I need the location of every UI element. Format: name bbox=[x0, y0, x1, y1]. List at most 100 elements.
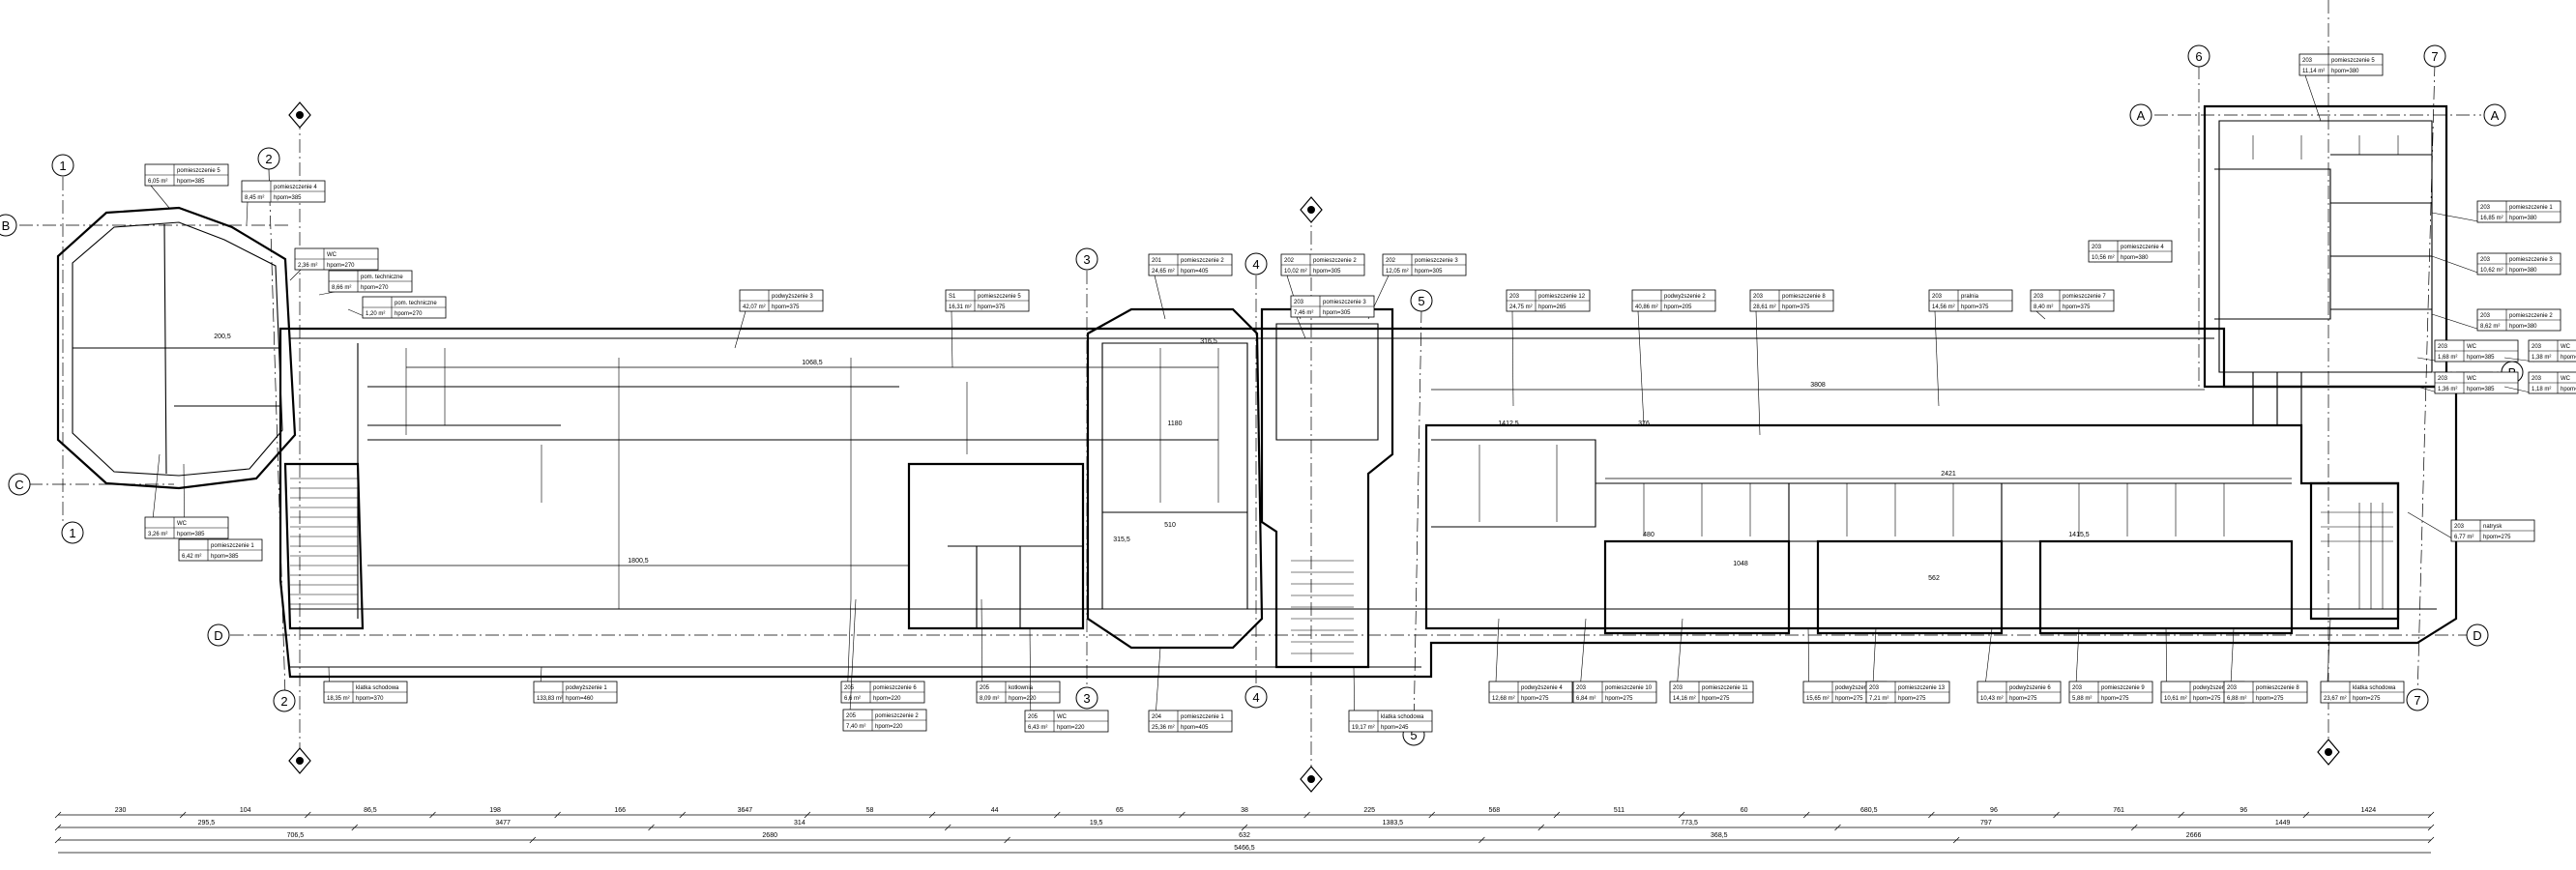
room-height: hpom=270 bbox=[395, 311, 423, 317]
dimension-value: 96 bbox=[1990, 807, 1998, 814]
room-height: hpom=380 bbox=[2331, 69, 2359, 74]
room-number: 203 bbox=[1869, 685, 1880, 691]
axis-3-top: 3 bbox=[1075, 247, 1098, 271]
dim-interior-5: 1412,5 bbox=[1498, 420, 1519, 427]
room-name: pralnia bbox=[1961, 294, 1979, 300]
svg-text:7: 7 bbox=[2414, 693, 2420, 708]
room-label-leader bbox=[2431, 313, 2484, 332]
room-height: hpom=380 bbox=[2121, 255, 2149, 261]
room-area: 6,6 m² bbox=[844, 696, 861, 702]
axis-markers: 1 1 2 2 3 3 4 4 bbox=[0, 44, 2524, 746]
room-number: 203 bbox=[2438, 344, 2448, 350]
room-label-leader bbox=[1934, 310, 1940, 407]
dim-interior-11: 562 bbox=[1928, 575, 1940, 582]
dimension-value: 314 bbox=[794, 820, 805, 826]
dimension-value: 65 bbox=[1116, 807, 1124, 814]
dimension-value: 797 bbox=[1980, 820, 1992, 826]
room-number: 203 bbox=[2532, 344, 2542, 350]
room-height: hpom=275 bbox=[1521, 696, 1549, 702]
dimension-value: 38 bbox=[1241, 807, 1248, 814]
room-height: hpom=385 bbox=[2467, 355, 2495, 361]
room-label-leader bbox=[2431, 255, 2484, 276]
room-name: pomieszczenie 6 bbox=[873, 685, 917, 691]
room-name: pomieszczenie 2 bbox=[2509, 313, 2553, 319]
room-name: klatka schodowa bbox=[2353, 685, 2396, 691]
room-height: hpom=245 bbox=[1381, 725, 1409, 731]
dimension-value: 230 bbox=[115, 807, 127, 814]
room-number: 203 bbox=[1932, 294, 1943, 300]
room-area: 6,77 m² bbox=[2454, 535, 2474, 540]
room-number: 203 bbox=[2034, 294, 2044, 300]
room-name: pomieszczenie 5 bbox=[978, 294, 1021, 300]
room-area: 6,43 m² bbox=[1028, 725, 1047, 731]
room-label-leader bbox=[2407, 511, 2458, 542]
room-number: 203 bbox=[1576, 685, 1587, 691]
room-height: hpom=305 bbox=[1313, 269, 1341, 275]
room-name: pomieszczenie 8 bbox=[2256, 685, 2299, 691]
room-height: hpom=275 bbox=[1702, 696, 1730, 702]
room-name: pomieszczenie 4 bbox=[274, 185, 317, 190]
room-number: 205 bbox=[846, 713, 857, 719]
dim-interior-4: 2421 bbox=[1941, 471, 1956, 478]
axis-6-top: 6 bbox=[2187, 44, 2210, 68]
room-area: 40,86 m² bbox=[1635, 304, 1658, 310]
svg-text:4: 4 bbox=[1252, 257, 1259, 272]
room-height: hpom=385 bbox=[211, 554, 239, 560]
dimension-value: 225 bbox=[1363, 807, 1375, 814]
room-height: hpom=275 bbox=[2256, 696, 2284, 702]
room-area: 8,66 m² bbox=[332, 285, 351, 291]
room-area: 10,43 m² bbox=[1980, 696, 2004, 702]
room-name: kotłownia bbox=[1009, 685, 1034, 691]
room-height: hpom=385 bbox=[177, 532, 205, 537]
axis-7-top: 7 bbox=[2423, 44, 2446, 68]
room-name: natrysk bbox=[2483, 524, 2503, 530]
room-height: hpom=220 bbox=[1057, 725, 1085, 731]
axis-D-left: D bbox=[207, 624, 230, 647]
room-height: hpom=305 bbox=[1415, 269, 1443, 275]
room-name: podwyższenie 6 bbox=[2009, 685, 2051, 691]
room-name: pomieszczenie 9 bbox=[2101, 685, 2145, 691]
room-label-leader bbox=[150, 185, 170, 209]
room-name: pom. techniczne bbox=[361, 275, 403, 280]
room-height: hpom=380 bbox=[2509, 216, 2537, 221]
room-area: 11,14 m² bbox=[2302, 69, 2325, 74]
room-area: 5,88 m² bbox=[2072, 696, 2092, 702]
room-name: podwyższenie 5 bbox=[1835, 685, 1877, 691]
room-area: 10,02 m² bbox=[1284, 269, 1307, 275]
room-area: 14,16 m² bbox=[1673, 696, 1696, 702]
room-name: pomieszczenie 3 bbox=[2509, 257, 2553, 263]
axis-A-right: A bbox=[2483, 103, 2506, 127]
room-label-leader bbox=[318, 291, 336, 296]
room-number: 203 bbox=[2072, 685, 2083, 691]
dimension-value: 60 bbox=[1741, 807, 1748, 814]
room-height: hpom=270 bbox=[361, 285, 389, 291]
section-markers bbox=[288, 102, 2340, 793]
room-area: 28,61 m² bbox=[1753, 304, 1776, 310]
room-number: 203 bbox=[1509, 294, 1520, 300]
room-height: hpom=385 bbox=[2561, 355, 2576, 361]
room-label-leader bbox=[848, 598, 857, 732]
section-marker-mid-bottom bbox=[1300, 766, 1323, 793]
axis-lines bbox=[19, 0, 2514, 781]
room-height: hpom=275 bbox=[2483, 535, 2511, 540]
room-name: pomieszczenie 1 bbox=[211, 543, 254, 549]
room-height: hpom=220 bbox=[875, 724, 903, 730]
room-number: 203 bbox=[1673, 685, 1683, 691]
axis-3-bottom: 3 bbox=[1075, 686, 1098, 710]
room-area: 15,65 m² bbox=[1806, 696, 1830, 702]
room-name: podwyższenie 2 bbox=[1664, 294, 1706, 300]
dimension-value: 706,5 bbox=[287, 832, 305, 839]
room-height: hpom=220 bbox=[1009, 696, 1037, 702]
room-area: 8,62 m² bbox=[2480, 324, 2500, 330]
